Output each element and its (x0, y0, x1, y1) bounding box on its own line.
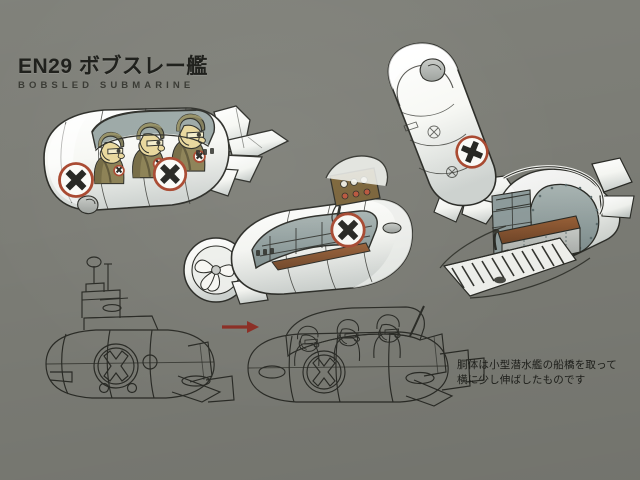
nose-hatch-3 (419, 58, 446, 82)
derivation-arrow (222, 321, 259, 333)
crew-group-lineart (294, 314, 401, 367)
page-title: EN29 ボブスレー艦 (18, 55, 208, 78)
annotation-note-line-2: 横に少し伸ばしたものです (457, 374, 586, 386)
periscope-icon (86, 256, 129, 312)
figure-sealed-hull (387, 42, 517, 225)
page-subtitle: BOBSLED SUBMARINE (18, 80, 195, 91)
figure-lineart-derived-bobsled (247, 305, 485, 407)
insignia-cross-in-circle (152, 156, 188, 192)
annotation-note-line-1: 胴体は小型潜水艦の船橋を取って (457, 359, 617, 371)
hull-vents-1 (196, 148, 214, 156)
crew-member (373, 314, 401, 359)
insignia-cross-in-circle (93, 343, 139, 389)
annotation-note: 胴体は小型潜水艦の船橋を取って 横に少し伸ばしたものです (457, 358, 617, 388)
windscreen-2 (325, 155, 389, 187)
hull-vents-2 (256, 248, 274, 256)
figure-lineart-source-sub (45, 256, 235, 403)
insignia-cross-in-circle (58, 162, 94, 198)
hull-ports-3 (427, 125, 458, 178)
figure-interior-cutaway (439, 157, 635, 299)
figure-crewed-bobsled (43, 105, 290, 215)
insignia-cross-in-circle (330, 212, 366, 248)
title-block: EN29 ボブスレー艦 BOBSLED SUBMARINE (18, 56, 208, 91)
nose-hatch-1 (77, 195, 99, 215)
cockpit-floor-wood (271, 242, 371, 271)
figure-empty-cockpit (183, 155, 413, 305)
insignia-cross-in-circle (302, 350, 346, 394)
deck-grating-slats (451, 243, 565, 289)
crew-member (333, 319, 361, 362)
